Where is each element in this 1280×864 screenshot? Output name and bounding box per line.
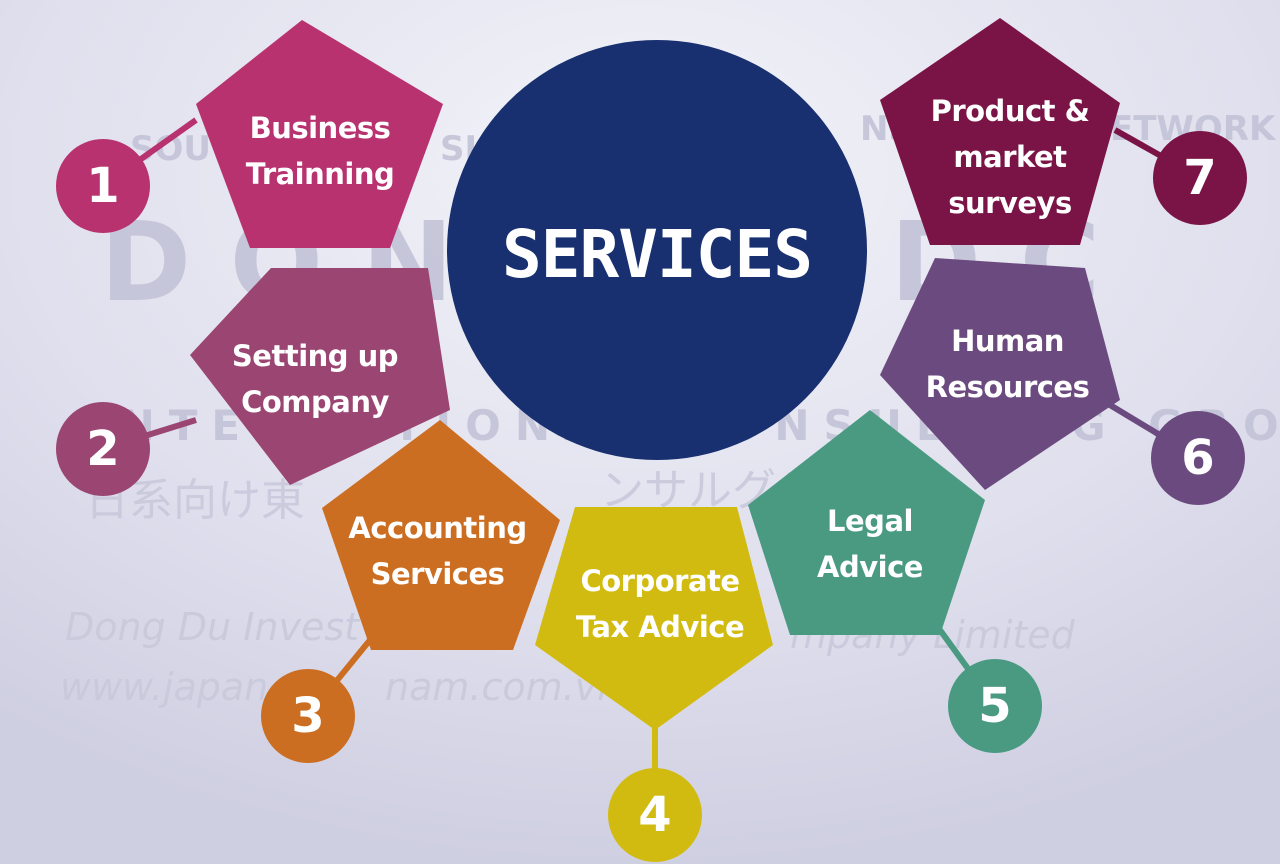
number-circles <box>56 131 1247 862</box>
number-circle-7 <box>1153 131 1247 225</box>
service-number-5: 5 <box>978 678 1012 734</box>
number-circle-1 <box>56 139 150 233</box>
service-pentagon-4 <box>535 507 773 730</box>
service-number-6: 6 <box>1181 430 1215 486</box>
number-circle-2 <box>56 402 150 496</box>
service-label-4: Corporate Tax Advice <box>575 564 745 644</box>
center-circle <box>447 40 867 460</box>
center-title: SERVICES <box>502 216 813 293</box>
service-label-7: Product & market surveys <box>930 94 1090 220</box>
service-label-2: Setting up Company <box>231 339 399 419</box>
service-pentagon-6 <box>880 258 1120 490</box>
service-pentagon-7 <box>880 18 1120 245</box>
service-pentagon-2 <box>190 268 450 485</box>
number-circle-5 <box>948 659 1042 753</box>
svg-text:Dong Du Invest: Dong Du Invest <box>65 605 361 649</box>
number-circle-6 <box>1151 411 1245 505</box>
service-number-1: 1 <box>86 158 120 214</box>
service-label-5: Legal Advice <box>817 504 923 584</box>
service-label-6: Human Resources <box>925 324 1090 404</box>
service-pentagon-3 <box>322 420 560 650</box>
service-number-3: 3 <box>291 688 325 744</box>
svg-text:www.japan: www.japan <box>60 665 268 709</box>
service-number-4: 4 <box>638 787 672 843</box>
service-pentagon-1 <box>196 20 443 248</box>
number-circle-3 <box>261 669 355 763</box>
service-number-7: 7 <box>1183 150 1217 206</box>
service-pentagon-5 <box>748 410 985 635</box>
service-shapes <box>190 18 1120 730</box>
number-circle-4 <box>608 768 702 862</box>
service-label-3: Accounting Services <box>348 511 527 591</box>
service-number-2: 2 <box>86 421 120 477</box>
service-label-1: Business Trainning <box>245 111 395 191</box>
